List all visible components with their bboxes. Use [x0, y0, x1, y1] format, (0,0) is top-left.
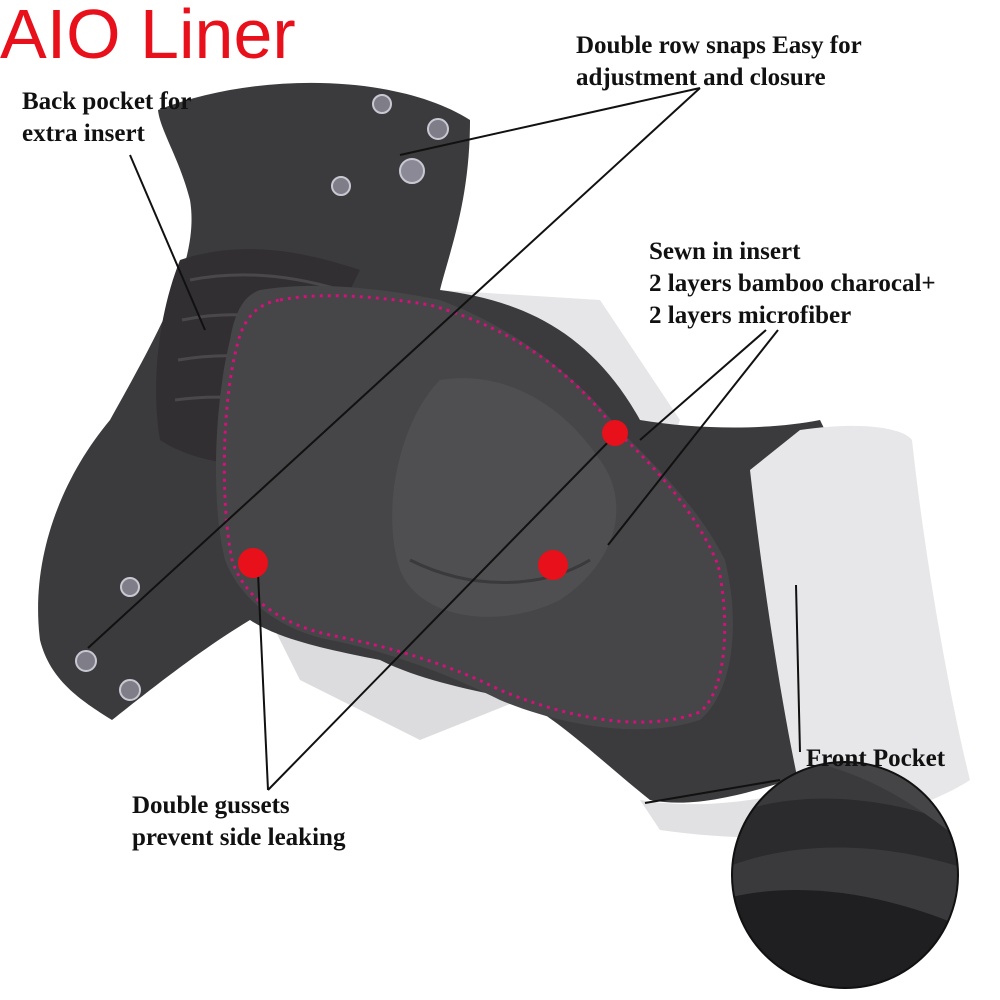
page-title: AIO Liner: [0, 0, 296, 73]
label-front-pocket: Front Pocket: [806, 743, 945, 775]
label-line: extra insert: [22, 120, 145, 147]
label-insert: Sewn in insert 2 layers bamboo charocal+…: [649, 236, 936, 332]
marker-snaps: [602, 420, 628, 446]
stitch-line: [222, 294, 727, 724]
label-line: Back pocket for: [22, 88, 192, 115]
label-line: Double row snaps Easy for: [576, 32, 862, 59]
label-line: prevent side leaking: [132, 824, 346, 851]
marker-insert: [538, 550, 568, 580]
label-back-pocket: Back pocket for extra insert: [22, 86, 191, 150]
label-line: Sewn in insert: [649, 238, 801, 265]
callout-lines: [87, 87, 801, 804]
label-line: Double gussets: [132, 792, 290, 819]
label-line: Front Pocket: [806, 745, 946, 772]
snap-icon: [75, 94, 449, 701]
label-gussets: Double gussets prevent side leaking: [132, 790, 345, 854]
marker-gusset: [238, 548, 268, 578]
label-line: 2 layers microfiber: [649, 302, 852, 329]
label-line: adjustment and closure: [576, 64, 826, 91]
front-panel: [750, 425, 970, 830]
label-snaps: Double row snaps Easy for adjustment and…: [576, 30, 862, 94]
label-line: 2 layers bamboo charocal+: [649, 270, 936, 297]
